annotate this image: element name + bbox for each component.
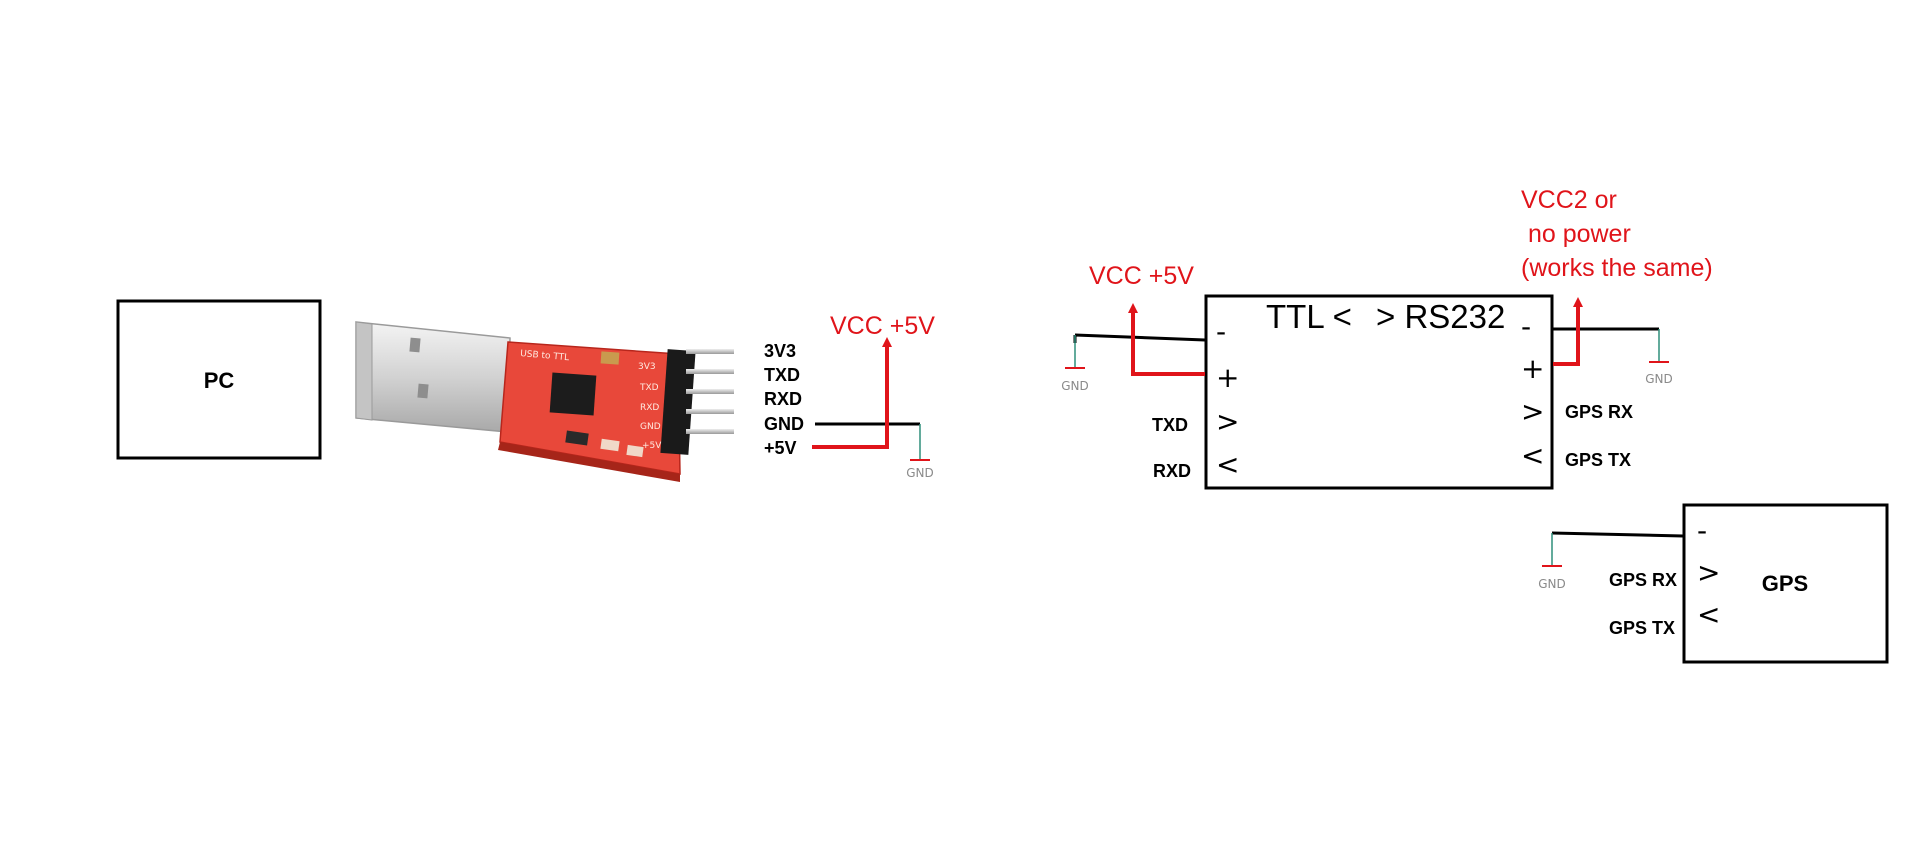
pin-label-txd: TXD <box>764 365 800 385</box>
conv-pin-txd: TXD <box>1152 415 1188 435</box>
conv-right-gt: > <box>1521 395 1544 428</box>
pc-label: PC <box>204 368 235 393</box>
pc-box <box>116 299 322 460</box>
gnd-label: GND <box>906 466 934 480</box>
gnd-symbol-1: GND <box>906 424 934 480</box>
pcb-component <box>565 430 589 446</box>
usb-plug-face <box>355 321 373 421</box>
conv-right-plus: + <box>1521 352 1544 385</box>
converter-wires: GND VCC +5V GND VCC2 or no power (works … <box>1061 186 1712 393</box>
gnd-label: GND <box>1645 372 1673 386</box>
pcb-edge <box>498 442 680 482</box>
header-pin <box>686 409 734 414</box>
conv-left-gt: > <box>1216 405 1239 438</box>
conv-left-minus: - <box>1216 315 1226 348</box>
pcb-pin-silk-3v3: 3V3 <box>638 362 656 372</box>
gnd-symbol-2: GND <box>1061 335 1089 393</box>
header-pin <box>686 369 734 374</box>
usb-ttl-module: USB to TTL 3V3 TXD RXD GND +5V <box>355 321 734 482</box>
vcc-wire <box>812 337 892 449</box>
gps-gnd-wire <box>1551 531 1684 538</box>
pin-label-3v3: 3V3 <box>764 341 796 361</box>
converter-title-right: > RS232 <box>1376 298 1505 335</box>
gnd-label: GND <box>1538 577 1566 591</box>
conv-pin-gps-rx: GPS RX <box>1565 402 1633 422</box>
pcb-pin-silk-gnd: GND <box>640 422 661 432</box>
pcb-silkscreen: USB to TTL <box>520 349 570 363</box>
pcb-component <box>600 438 620 452</box>
conv-left-plus: + <box>1216 361 1239 394</box>
converter-title-left: TTL < <box>1266 298 1352 335</box>
header-pins <box>686 349 734 434</box>
gps-block: GPS - > < GPS RX GPS TX GND <box>1538 503 1889 664</box>
gnd-label: GND <box>1061 379 1089 393</box>
usb-pin-labels: 3V3 TXD RXD GND +5V <box>764 341 804 458</box>
conv-left-lt: < <box>1216 448 1239 481</box>
pcb-pin-silk-txd: TXD <box>639 383 659 393</box>
pc-block: PC <box>116 299 322 460</box>
vcc-label-left: VCC +5V <box>830 312 935 340</box>
conv-gnd-wire-left <box>1073 333 1206 343</box>
gps-box <box>1682 503 1889 664</box>
conv-right-lt: < <box>1521 439 1544 472</box>
conv-vcc-wire <box>1128 303 1205 376</box>
gps-minus: - <box>1697 514 1707 547</box>
gps-lt: < <box>1697 598 1720 631</box>
usb-hole-icon <box>417 383 429 399</box>
conv-vcc2-wire <box>1553 297 1583 366</box>
usb-plug <box>355 321 511 433</box>
pcb-component <box>626 444 644 458</box>
pcb-chip <box>549 372 597 416</box>
header-pin <box>686 349 734 354</box>
pcb-crystal <box>600 351 620 365</box>
conv-pin-gps-tx: GPS TX <box>1565 450 1631 470</box>
vcc2-line-2: no power <box>1521 220 1631 248</box>
gnd-symbol-3: GND <box>1645 329 1673 386</box>
pin-label-gnd: GND <box>764 414 804 434</box>
vcc2-line-3: (works the same) <box>1521 254 1713 282</box>
pin-header <box>660 349 696 455</box>
pin-label-rxd: RXD <box>764 389 802 409</box>
pcb-pin-silk: 3V3 TXD RXD GND +5V <box>638 362 662 451</box>
pcb-pin-silk-rxd: RXD <box>640 403 659 413</box>
vcc2-line-1: VCC2 or <box>1521 186 1617 214</box>
gps-pin-rx: GPS RX <box>1609 570 1677 590</box>
converter-box <box>1204 294 1554 490</box>
pcb-pin-silk-5v: +5V <box>642 441 662 451</box>
conv-right-minus: - <box>1521 310 1531 343</box>
gps-pin-tx: GPS TX <box>1609 618 1675 638</box>
gnd-symbol-4: GND <box>1538 533 1566 591</box>
header-pin <box>686 389 734 394</box>
conv-pin-rxd: RXD <box>1153 461 1191 481</box>
usb-wires: VCC +5V GND <box>812 312 935 480</box>
usb-hole-icon <box>409 337 421 353</box>
gps-gt: > <box>1697 556 1720 589</box>
pin-label-5v: +5V <box>764 438 797 458</box>
conv-vcc-label: VCC +5V <box>1089 262 1194 290</box>
ttl-rs232-converter: TTL < > RS232 - + > < - + > < TXD RXD GP… <box>1152 294 1633 490</box>
header-pin <box>686 429 734 434</box>
gps-label: GPS <box>1762 571 1808 596</box>
